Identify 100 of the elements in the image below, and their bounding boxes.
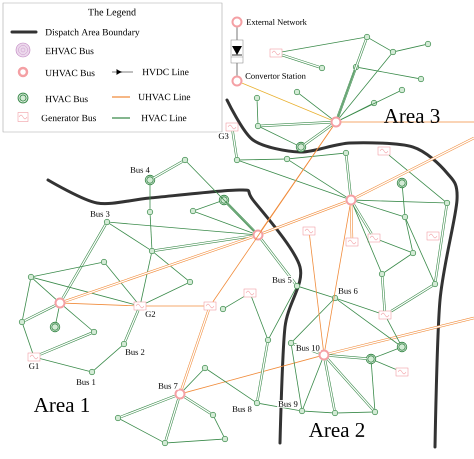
transmission-line xyxy=(340,104,372,120)
transmission-line xyxy=(225,296,244,308)
bus-label: Bus 9 xyxy=(277,400,299,408)
bus-node xyxy=(332,294,338,302)
transmission-line xyxy=(240,158,284,160)
bus-node xyxy=(182,156,188,164)
legend-text: UHVAC Line xyxy=(138,94,190,100)
transmission-line xyxy=(350,205,354,238)
uhvac-bus xyxy=(232,76,242,86)
transmission-line xyxy=(355,136,474,199)
bus-node xyxy=(432,280,438,288)
uhvac-bus xyxy=(54,298,66,308)
transmission-line xyxy=(164,398,180,440)
bus-label: Bus 2 xyxy=(124,348,146,356)
generator-bus xyxy=(368,234,380,242)
transmission-line xyxy=(370,363,376,410)
transmission-line xyxy=(40,358,90,372)
transmission-line xyxy=(396,44,426,52)
transmission-line xyxy=(282,37,364,52)
transmission-line xyxy=(282,54,320,68)
transmission-line xyxy=(124,310,140,342)
bus-node xyxy=(148,248,156,254)
transmission-line xyxy=(336,40,368,118)
bus-node xyxy=(220,306,226,312)
transmission-line xyxy=(324,360,336,410)
transmission-line xyxy=(292,300,334,342)
hvac-bus xyxy=(50,322,60,332)
transmission-line xyxy=(406,219,434,282)
generator-bus xyxy=(302,226,316,236)
transmission-line xyxy=(120,394,176,418)
transmission-line xyxy=(231,131,238,158)
transmission-line xyxy=(34,262,102,277)
bus-node xyxy=(100,258,108,266)
area-label: Area 3 xyxy=(384,108,440,124)
transmission-line xyxy=(256,100,258,124)
bus-node xyxy=(90,328,98,336)
transmission-line xyxy=(384,254,411,273)
uhvac-bus xyxy=(346,194,356,206)
bus-node xyxy=(288,340,294,346)
bus-node xyxy=(120,340,128,348)
bus-node xyxy=(342,150,350,156)
bus-node xyxy=(294,88,300,96)
bus-node xyxy=(234,156,240,164)
transmission-line xyxy=(240,160,346,199)
transmission-line xyxy=(168,438,222,444)
legend-text: HVAC Bus xyxy=(45,96,88,102)
transmission-line xyxy=(358,67,418,79)
transmission-line xyxy=(260,126,334,231)
transmission-line xyxy=(356,201,402,216)
transmission-line xyxy=(207,369,255,402)
hvac-bus xyxy=(218,194,230,206)
transmission-line xyxy=(22,280,31,320)
bus-node xyxy=(146,208,154,216)
generator-bus xyxy=(28,352,40,362)
legend-text: Dispatch Area Boundary xyxy=(45,28,140,38)
transmission-line xyxy=(339,54,392,118)
bus-node xyxy=(284,156,290,162)
bus-node xyxy=(264,336,272,344)
bus-node xyxy=(370,100,378,106)
transmission-line xyxy=(338,298,380,314)
transmission-line xyxy=(62,224,107,299)
transmission-line xyxy=(388,154,445,202)
generator-bus xyxy=(244,288,256,298)
bus-label: Bus 4 xyxy=(129,166,151,174)
bus-node xyxy=(210,412,216,418)
legend-text: HVAC Line xyxy=(141,114,186,122)
bus-node xyxy=(298,408,306,414)
transmission-line xyxy=(64,236,254,302)
transmission-line xyxy=(150,214,152,248)
transmission-line xyxy=(109,223,150,250)
transmission-line xyxy=(260,126,298,146)
transmission-line xyxy=(337,299,399,345)
transmission-line xyxy=(153,160,183,179)
legend-text: EHVAC Bus xyxy=(45,48,94,54)
bus-node xyxy=(390,48,396,56)
bus-node xyxy=(254,94,260,102)
bus-node xyxy=(28,274,34,280)
transmission-line xyxy=(390,284,434,312)
uhvac-bus xyxy=(232,16,242,28)
transmission-line xyxy=(352,204,372,234)
transmission-line xyxy=(94,346,122,370)
transmission-line xyxy=(299,94,332,120)
legend-title: The Legend xyxy=(88,8,136,18)
bus-node xyxy=(318,64,326,72)
transmission-line xyxy=(291,346,302,408)
hvac-bus xyxy=(396,342,408,352)
transmission-line xyxy=(106,264,137,302)
transmission-line xyxy=(140,254,152,302)
transmission-line xyxy=(324,205,350,350)
bus-label: Bus 5 xyxy=(271,276,293,284)
generator-bus xyxy=(226,122,238,132)
transmission-line xyxy=(24,304,56,322)
bus-label: G2 xyxy=(144,310,157,318)
generator-bus xyxy=(134,302,146,310)
transmission-line xyxy=(186,162,255,232)
bus-node xyxy=(294,282,300,290)
transmission-line xyxy=(345,156,352,195)
transmission-line xyxy=(309,234,324,350)
transmission-line xyxy=(369,38,391,51)
hvac-bus xyxy=(396,178,408,188)
